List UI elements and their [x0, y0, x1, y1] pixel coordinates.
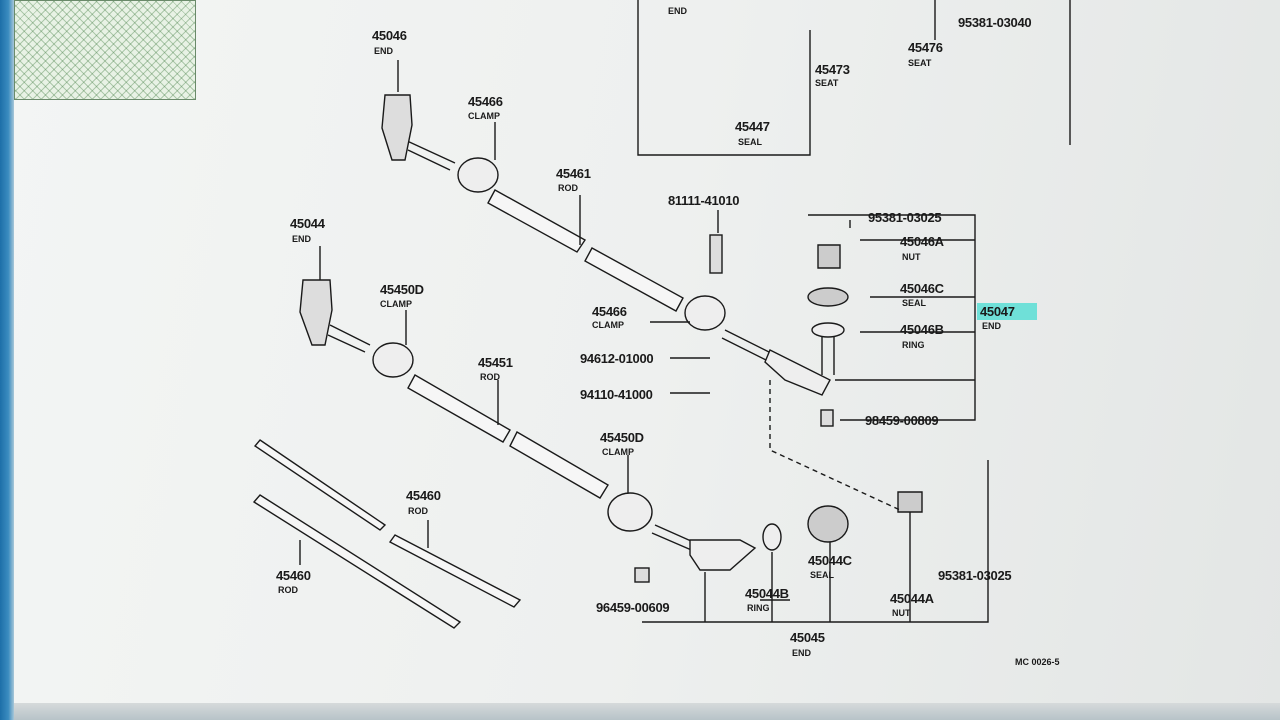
part-number-95381-bot: 95381-03025: [938, 568, 1011, 583]
bolt-81111: [709, 234, 723, 274]
rod-45460-c: [388, 534, 522, 608]
part-name-45044: END: [292, 234, 312, 244]
part-number-45447: 45447: [735, 119, 770, 134]
part-name-45473: SEAT: [815, 78, 839, 88]
rod-45460-a: [253, 439, 387, 531]
part-number-45466-top: 45466: [468, 94, 503, 109]
part-name-45476: SEAT: [908, 58, 932, 68]
navigation-thumbnail[interactable]: [14, 0, 196, 100]
figure-code: MC 0026-5: [1015, 657, 1060, 667]
part-name-45044B: RING: [747, 603, 770, 613]
end-45047-body: [764, 349, 831, 396]
part-name-45046B: RING: [902, 340, 925, 350]
part-name-45047: END: [982, 321, 1002, 331]
part-number-45044C: 45044C: [808, 553, 853, 568]
part-number-95381-top: 95381-03040: [958, 15, 1031, 30]
end-45046-stud: [404, 139, 456, 171]
part-number-45450D-bot: 45450D: [600, 430, 644, 445]
seal-45044C: [807, 505, 849, 543]
part-number-45046B: 45046B: [900, 322, 944, 337]
part-number-45046A: 45046A: [900, 234, 945, 249]
part-number-45046: 45046: [372, 28, 407, 43]
bottom-bracket: [642, 460, 989, 623]
highlighted-part-45047[interactable]: [977, 303, 1037, 320]
part-number-45461: 45461: [556, 166, 591, 181]
part-name-45466-top: CLAMP: [468, 111, 500, 121]
part-number-45044: 45044: [290, 216, 326, 231]
part-name-45450D-bot: CLAMP: [602, 447, 634, 457]
part-name-45461: ROD: [558, 183, 579, 193]
rod-45460-b: [252, 494, 462, 629]
part-number-45451: 45451: [478, 355, 513, 370]
part-number-45450D-top: 45450D: [380, 282, 424, 297]
part-number-45047[interactable]: 45047: [980, 304, 1015, 319]
seal-45046C: [807, 287, 849, 307]
part-name-45046A: NUT: [902, 252, 921, 262]
part-number-98459: 98459-00809: [865, 413, 938, 428]
part-name-45460-a: ROD: [408, 506, 429, 516]
monitor-screen: [14, 0, 1280, 720]
part-number-94612: 94612-01000: [580, 351, 653, 366]
part-number-45046C: 45046C: [900, 281, 945, 296]
top-box-frame: [637, 0, 811, 156]
part-name-45045: END: [792, 648, 812, 658]
part-number-94110: 94110-41000: [580, 387, 653, 402]
part-number-45460-a: 45460: [406, 488, 441, 503]
part-number-95381-right: 95381-03025: [868, 210, 941, 225]
clamp-45466-top: [457, 157, 499, 193]
clamp-45450D-top: [372, 342, 414, 378]
part-name-45466-mid: CLAMP: [592, 320, 624, 330]
part-number-45466-mid: 45466: [592, 304, 627, 319]
ring-45044B: [762, 523, 782, 551]
part-name-45451: ROD: [480, 372, 501, 382]
clamp-45450D-bot: [607, 492, 653, 532]
top-right-leader: [934, 0, 1071, 145]
pin-96459: [634, 567, 650, 583]
right-bracket: [808, 214, 976, 421]
part-name-45460-b: ROD: [278, 585, 299, 595]
part-number-45045: 45045: [790, 630, 825, 645]
rod-45451-b: [509, 431, 609, 499]
monitor-bezel: [0, 0, 14, 720]
part-number-45044A: 45044A: [890, 591, 935, 606]
part-name-45044C: SEAL: [810, 570, 835, 580]
rod-45451-a: [407, 374, 511, 443]
end-45044-stud: [327, 324, 371, 353]
rod-45461-b: [584, 247, 684, 312]
part-number-45044B: 45044B: [745, 586, 789, 601]
part-name-45044A: NUT: [892, 608, 911, 618]
ring-45046B: [811, 322, 845, 338]
part-name-45450D-top: CLAMP: [380, 299, 412, 309]
stud-45047: [821, 337, 835, 375]
end-45045-body: [689, 539, 757, 571]
end-45044-body: [299, 279, 333, 346]
pin-98459: [820, 409, 834, 427]
end-45046-body: [381, 94, 413, 161]
clamp-45466-mid: [684, 295, 726, 331]
part-number-96459: 96459-00609: [596, 600, 669, 615]
part-number-45460-b: 45460: [276, 568, 311, 583]
screen-bottom-edge: [14, 703, 1280, 720]
part-name-45046: END: [374, 46, 394, 56]
nut-45044A: [897, 491, 923, 513]
part-number-45473: 45473: [815, 62, 850, 77]
rod-45461-a: [487, 189, 587, 253]
part-number-45476: 45476: [908, 40, 943, 55]
top-box-end-label: END: [668, 6, 688, 16]
dashed-leader: [769, 380, 901, 511]
end-45047-threads: [721, 329, 776, 363]
nut-45046A: [817, 244, 841, 269]
part-number-81111: 81111-41010: [668, 193, 739, 208]
part-name-45447: SEAL: [738, 137, 763, 147]
part-name-45046C: SEAL: [902, 298, 927, 308]
